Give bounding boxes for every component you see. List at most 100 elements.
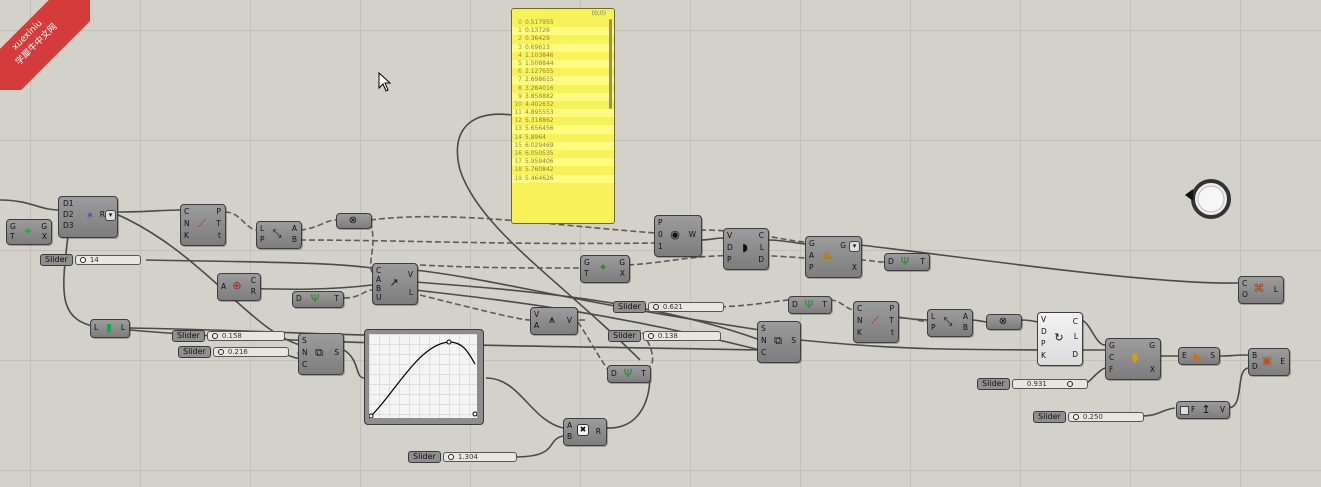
port-x-out[interactable]: X	[1149, 365, 1155, 374]
slider-a[interactable]: Slider 0.158	[172, 329, 285, 342]
port-e[interactable]: E	[1280, 357, 1285, 366]
port-c[interactable]: C	[302, 360, 308, 369]
port-p[interactable]: P	[889, 304, 894, 313]
graph-plot-area[interactable]	[368, 334, 478, 419]
port-1[interactable]: 1	[658, 242, 663, 251]
port-c[interactable]: C	[184, 207, 190, 216]
slider-track[interactable]: 0.158	[206, 330, 285, 341]
port-v[interactable]: V	[1041, 315, 1047, 324]
component-arc[interactable]: V D P ◗ C L D	[723, 228, 769, 270]
port-b[interactable]: B	[376, 284, 382, 293]
port-g[interactable]: G	[1109, 341, 1115, 350]
port-d1[interactable]: D1	[63, 199, 74, 208]
graph-mapper[interactable]	[364, 329, 484, 425]
component-scale[interactable]: G C F ⬮ G X	[1105, 338, 1161, 380]
port-d[interactable]: D	[888, 257, 894, 266]
component-vector[interactable]: C A B U ↗ V L	[372, 263, 418, 305]
port-r[interactable]: R	[595, 427, 601, 436]
port-b[interactable]: B	[962, 323, 968, 332]
port-n[interactable]: N	[761, 336, 767, 345]
port-n[interactable]: N	[857, 316, 863, 325]
component-seed-dt-2[interactable]: D Ψ T	[884, 253, 930, 271]
port-c[interactable]: C	[250, 276, 256, 285]
port-b[interactable]: B	[1252, 351, 1258, 360]
component-boundary[interactable]: B D ▣ E	[1248, 348, 1290, 376]
panel-scrollbar[interactable]	[609, 19, 612, 109]
component-seed-dt[interactable]: D Ψ T	[292, 291, 344, 308]
port-s[interactable]: S	[1210, 351, 1215, 360]
port-x-out[interactable]: X	[619, 269, 625, 278]
component-gt-gx[interactable]: G T ✦ G X	[580, 255, 630, 283]
slider-factor[interactable]: Slider 1.304	[408, 450, 517, 463]
port-u[interactable]: U	[376, 293, 382, 302]
port-g-out[interactable]: G	[840, 241, 846, 250]
port-f[interactable]: F	[1109, 365, 1114, 374]
port-g-out[interactable]: G	[1149, 341, 1155, 350]
port-p[interactable]: P	[809, 263, 814, 272]
port-r[interactable]: R	[250, 287, 256, 296]
port-l[interactable]: L	[759, 243, 764, 252]
port-o[interactable]: O	[1242, 290, 1248, 299]
slider-track[interactable]: 1.304	[442, 451, 517, 462]
port-a[interactable]: A	[291, 224, 297, 233]
port-t[interactable]: T	[584, 269, 589, 278]
port-k[interactable]: K	[184, 231, 189, 240]
port-l[interactable]: L	[1273, 285, 1278, 294]
port-k[interactable]: K	[857, 328, 862, 337]
port-v[interactable]: V	[1219, 405, 1225, 414]
port-d2[interactable]: D2	[63, 210, 74, 219]
port-e[interactable]: E	[1182, 351, 1187, 360]
port-t[interactable]: T	[10, 232, 15, 241]
port-c[interactable]: C	[1072, 317, 1078, 326]
component-circle[interactable]: A ⊕ C R	[217, 273, 261, 301]
port-b[interactable]: B	[567, 432, 573, 441]
dropdown-arrow-icon[interactable]: ▾	[849, 241, 860, 252]
port-x-out[interactable]: X	[41, 232, 47, 241]
port-r[interactable]: R	[99, 210, 105, 219]
component-curve-cnk[interactable]: C N K ⟋ P T t	[180, 204, 226, 246]
slider-track[interactable]: 0.216	[212, 346, 289, 357]
port-d-out[interactable]: D	[758, 255, 764, 264]
component-lpab-2[interactable]: L P ⤡ A B	[927, 309, 973, 337]
port-p[interactable]: P	[727, 255, 732, 264]
component-seed-dt-3[interactable]: D Ψ T	[607, 365, 651, 383]
port-t[interactable]: T	[920, 257, 925, 266]
slider-count[interactable]: Slider 14	[40, 253, 141, 266]
port-c[interactable]: C	[376, 266, 382, 275]
component-multiply-small[interactable]: ⊗	[336, 213, 372, 229]
component-curve-cnk-2[interactable]: C N K ⟋ P T t	[853, 301, 899, 343]
port-k[interactable]: K	[1041, 351, 1046, 360]
component-vector-amp[interactable]: V A ⩚ V	[530, 307, 578, 335]
port-l[interactable]: L	[1073, 332, 1078, 341]
port-t-lower[interactable]: t	[891, 328, 894, 337]
port-x-out[interactable]: X	[851, 263, 857, 272]
slider-track[interactable]: 0.621	[647, 301, 724, 312]
component-series-2[interactable]: S N C ⧉ S	[757, 321, 801, 363]
port-v[interactable]: V	[407, 270, 413, 279]
port-a[interactable]: A	[534, 321, 540, 330]
port-0[interactable]: 0	[658, 230, 663, 239]
component-polygon[interactable]: V D P K ↻ C L D	[1037, 312, 1083, 366]
slider-track[interactable]: 14	[74, 254, 141, 265]
port-s[interactable]: S	[302, 336, 307, 345]
port-d[interactable]: D	[792, 300, 798, 309]
port-d[interactable]: D	[1252, 362, 1258, 371]
component-closed[interactable]: C O ⌘ L	[1238, 276, 1284, 304]
port-d[interactable]: D	[1041, 327, 1047, 336]
slider-e[interactable]: Slider 0.931	[977, 377, 1088, 390]
port-p[interactable]: P	[216, 207, 221, 216]
port-g-out[interactable]: G	[619, 258, 625, 267]
slider-f[interactable]: Slider 0.250	[1033, 410, 1144, 423]
port-v-out[interactable]: V	[566, 316, 572, 325]
port-l-out[interactable]: L	[120, 323, 125, 332]
port-c[interactable]: C	[758, 231, 764, 240]
port-t[interactable]: T	[334, 294, 339, 303]
port-t[interactable]: T	[889, 316, 894, 325]
slider-track[interactable]: 0.250	[1067, 411, 1144, 422]
port-l[interactable]: L	[408, 288, 413, 297]
port-d[interactable]: D	[296, 294, 302, 303]
port-w[interactable]: W	[688, 230, 696, 239]
slider-b[interactable]: Slider 0.216	[178, 345, 289, 358]
